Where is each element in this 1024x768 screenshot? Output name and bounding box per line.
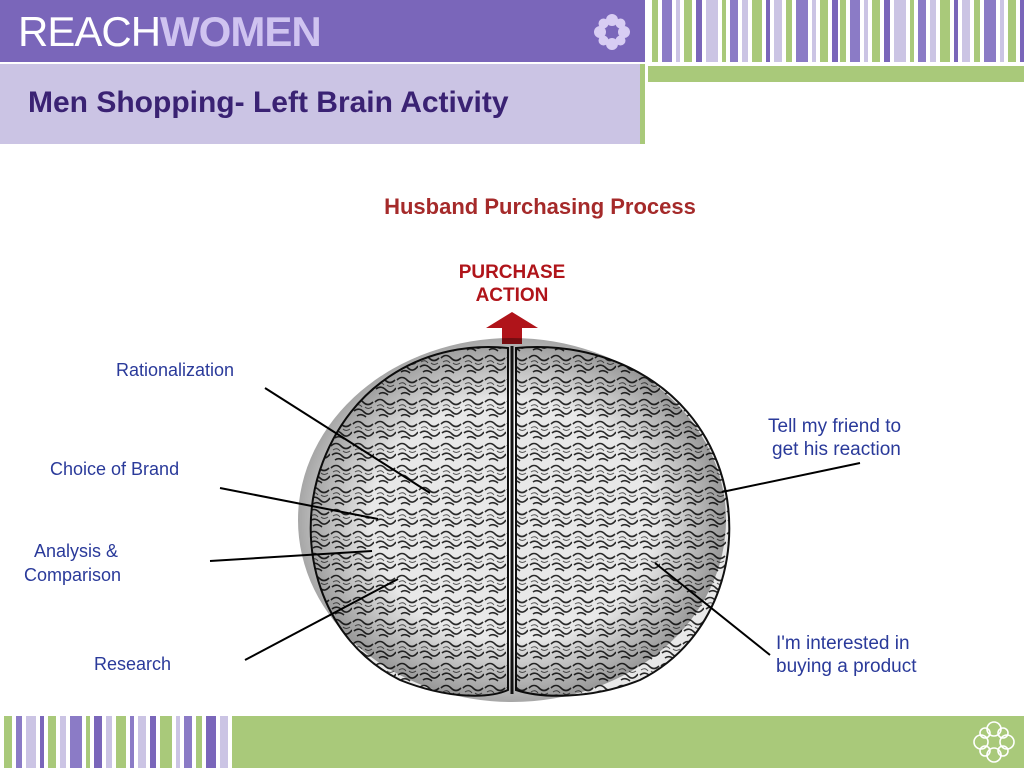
label-research: Research [94, 654, 171, 674]
leader-lines [209, 387, 861, 661]
label-analysis-line2: Comparison [24, 565, 121, 585]
purchase-label-line1: PURCHASE [459, 262, 566, 283]
footer-stripes [0, 716, 232, 768]
leader-tell-friend [721, 462, 861, 493]
brand-logo: REACHWOMEN [18, 8, 322, 55]
label-rationalization: Rationalization [116, 360, 234, 380]
logo-women: WOMEN [160, 8, 322, 55]
label-choice-of-brand: Choice of Brand [50, 459, 179, 479]
header-bar: REACHWOMEN [0, 0, 645, 62]
leader-interested [654, 562, 771, 656]
flower-icon [594, 14, 630, 50]
brain-image [298, 338, 731, 702]
leader-research [244, 578, 399, 661]
header-accent-line [648, 66, 1024, 82]
up-arrow-icon [486, 312, 538, 344]
header-stripes [648, 0, 1024, 62]
label-analysis-line1: Analysis & [34, 541, 118, 561]
label-interested-line2: buying a product [776, 656, 917, 677]
leader-analysis [209, 550, 373, 562]
title-band [0, 64, 640, 144]
diagram-title: Husband Purchasing Process [384, 194, 696, 219]
footer-flower-icon [973, 721, 1015, 763]
label-tell-friend-line2: get his reaction [772, 439, 901, 460]
leader-choice-of-brand [219, 487, 379, 520]
page-title: Men Shopping- Left Brain Activity [28, 86, 509, 119]
label-interested-line1: I'm interested in [776, 633, 910, 654]
label-tell-friend-line1: Tell my friend to [768, 416, 901, 437]
brain-diagram: Husband Purchasing Process PURCHASE ACTI… [24, 194, 917, 702]
logo-reach: REACH [18, 8, 161, 55]
title-band-edge [640, 64, 645, 144]
purchase-label-line2: ACTION [476, 285, 549, 306]
leader-rationalization [264, 387, 431, 494]
